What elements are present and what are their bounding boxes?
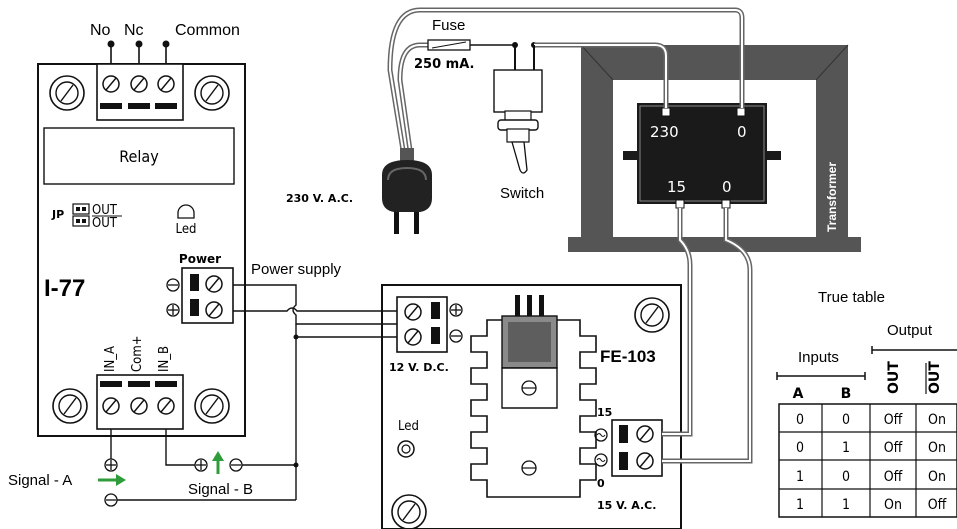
column-b-header: B: [841, 386, 852, 402]
voltage-regulator-icon: [501, 295, 558, 409]
column-out-header: OUT: [886, 361, 902, 394]
dc-wiring: Power supply Signal - A: [8, 261, 397, 507]
output-header: Output: [887, 322, 933, 339]
table-cell: 0: [796, 440, 804, 456]
jp-out-inverted-label: OUT: [92, 216, 118, 231]
contact-nc-label: Nc: [124, 22, 144, 39]
signal-b-label: Signal - B: [188, 481, 253, 498]
power-label: Power: [179, 252, 221, 266]
relay-label: Relay: [119, 147, 159, 166]
supply-module-name: FE-103: [600, 347, 656, 366]
jumper-pins-icon: [72, 203, 90, 227]
contact-no-label: No: [90, 22, 111, 39]
input-terminal-block: [96, 374, 184, 430]
transformer: Transformer 230 0 15 0: [568, 44, 861, 252]
supply-led-label: Led: [398, 419, 419, 434]
fuse-rating-label: 250 mA.: [414, 57, 474, 72]
supply-module: 12 V. D.C. FE-103 Led 15 0: [381, 284, 682, 529]
dc-output-terminal: [396, 296, 448, 353]
jp-out-label: OUT: [92, 203, 118, 218]
switch-label: Switch: [500, 185, 544, 202]
arrow-right-icon: [98, 474, 126, 486]
table-cell: 0: [842, 469, 850, 485]
table-cell: On: [928, 440, 946, 456]
secondary-wiring: [662, 208, 753, 464]
column-out-inverted-header: OUT: [927, 361, 943, 394]
contact-common-label: Common: [175, 22, 240, 39]
relay-led-label: Led: [176, 222, 197, 237]
power-supply-label: Power supply: [251, 261, 342, 278]
truth-table-grid: [778, 403, 957, 518]
table-cell: 1: [842, 440, 850, 456]
relay-module: No Nc Common Relay JP OUT OUT Led Power: [37, 22, 246, 437]
table-cell: On: [884, 497, 902, 513]
ac-tilde-symbols-icon: [594, 428, 608, 467]
table-cell: 0: [796, 412, 804, 428]
power-terminal: [181, 267, 234, 324]
table-cell: Off: [884, 469, 903, 485]
table-cell: 1: [796, 469, 804, 485]
table-cell: On: [928, 469, 946, 485]
relay-module-name: I-77: [44, 275, 85, 302]
mount-screw-icon: [49, 75, 230, 424]
ac-input-terminal: [611, 419, 663, 477]
switch-icon: [493, 45, 543, 174]
dc-polarity-icon: [449, 303, 463, 343]
jp-label: JP: [51, 208, 64, 221]
table-cell: 1: [796, 497, 804, 513]
signal-terminal-icon: [104, 458, 118, 507]
in-b-label: IN_B: [157, 346, 172, 372]
ac-voltage-label: 15 V. A.C.: [597, 499, 656, 512]
transformer-label: Transformer: [825, 162, 839, 232]
power-plug-icon: [382, 148, 432, 234]
table-cell: Off: [884, 412, 903, 428]
mount-screw-icon: [391, 297, 670, 529]
polarity-symbols-icon: [166, 278, 180, 317]
truth-table-title: True table: [818, 289, 885, 306]
primary-230-label: 230: [650, 123, 679, 141]
truth-table: True table Output Inputs A B OUT OUT 0 0…: [776, 289, 957, 518]
fuse-icon: [427, 39, 471, 51]
inputs-header: Inputs: [798, 349, 839, 366]
ac-0-label: 0: [597, 477, 605, 490]
secondary-15-label: 15: [667, 178, 686, 196]
secondary-0-label: 0: [722, 178, 732, 196]
plug-voltage-label: 230 V. A.C.: [286, 192, 353, 205]
fuse-label: Fuse: [432, 17, 465, 34]
table-cell: Off: [928, 497, 947, 513]
column-a-header: A: [793, 386, 804, 402]
table-cell: 0: [842, 412, 850, 428]
table-cell: On: [928, 412, 946, 428]
ac-15-label: 15: [597, 406, 612, 419]
mains-wiring: Fuse 250 mA. Switch 230 V. A.C.: [286, 7, 745, 234]
in-a-label: IN_A: [103, 346, 118, 372]
table-cell: Off: [884, 440, 903, 456]
table-cell: 1: [842, 497, 850, 513]
led-icon: [397, 440, 415, 458]
primary-0-label: 0: [737, 123, 747, 141]
relay-terminal-block: [96, 63, 184, 121]
dc-voltage-label: 12 V. D.C.: [389, 361, 449, 374]
com-plus-label: Com+: [130, 335, 145, 372]
signal-a-label: Signal - A: [8, 472, 72, 489]
led-icon: [177, 204, 195, 219]
arrow-up-icon: [212, 451, 224, 474]
